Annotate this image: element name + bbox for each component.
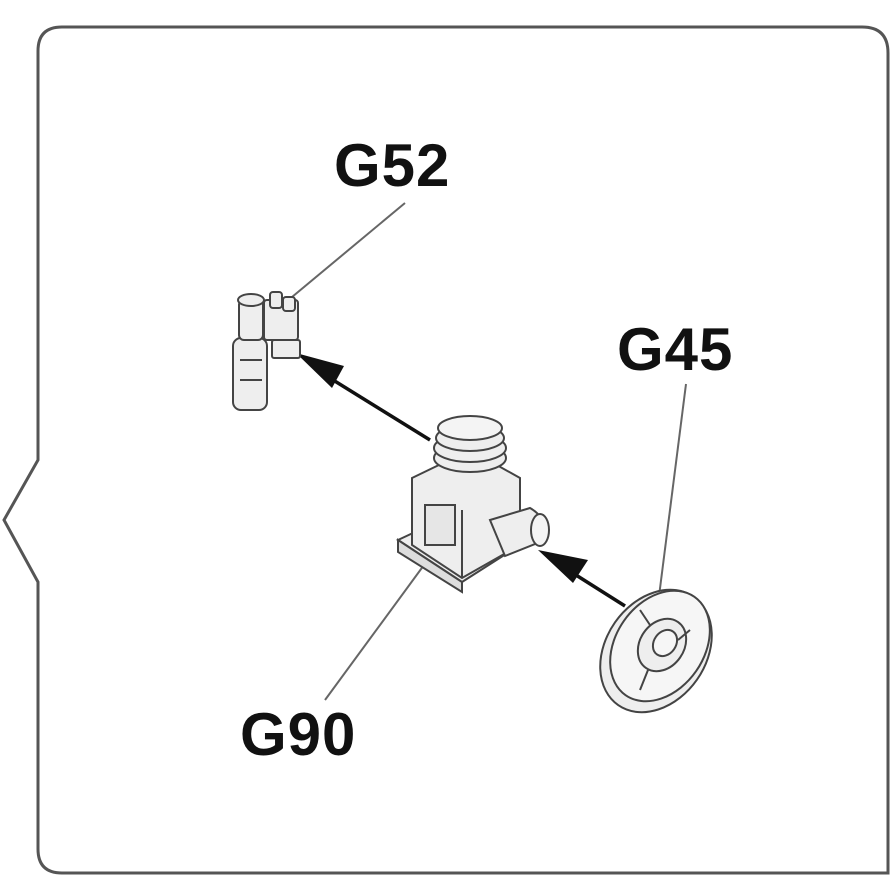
arrow-to-g52 xyxy=(296,353,431,442)
leader-line-g45 xyxy=(656,383,687,613)
part-g90-pump-body xyxy=(395,415,550,594)
label-g45: G45 xyxy=(617,316,734,383)
arrow-to-g90 xyxy=(538,550,626,608)
label-g52: G52 xyxy=(334,132,451,199)
leader-line-g90 xyxy=(324,549,436,701)
part-g52-filter-unit xyxy=(232,291,301,411)
leader-line-g52 xyxy=(279,202,406,308)
part-g45-handwheel xyxy=(599,588,713,714)
label-g90: G90 xyxy=(240,701,357,768)
